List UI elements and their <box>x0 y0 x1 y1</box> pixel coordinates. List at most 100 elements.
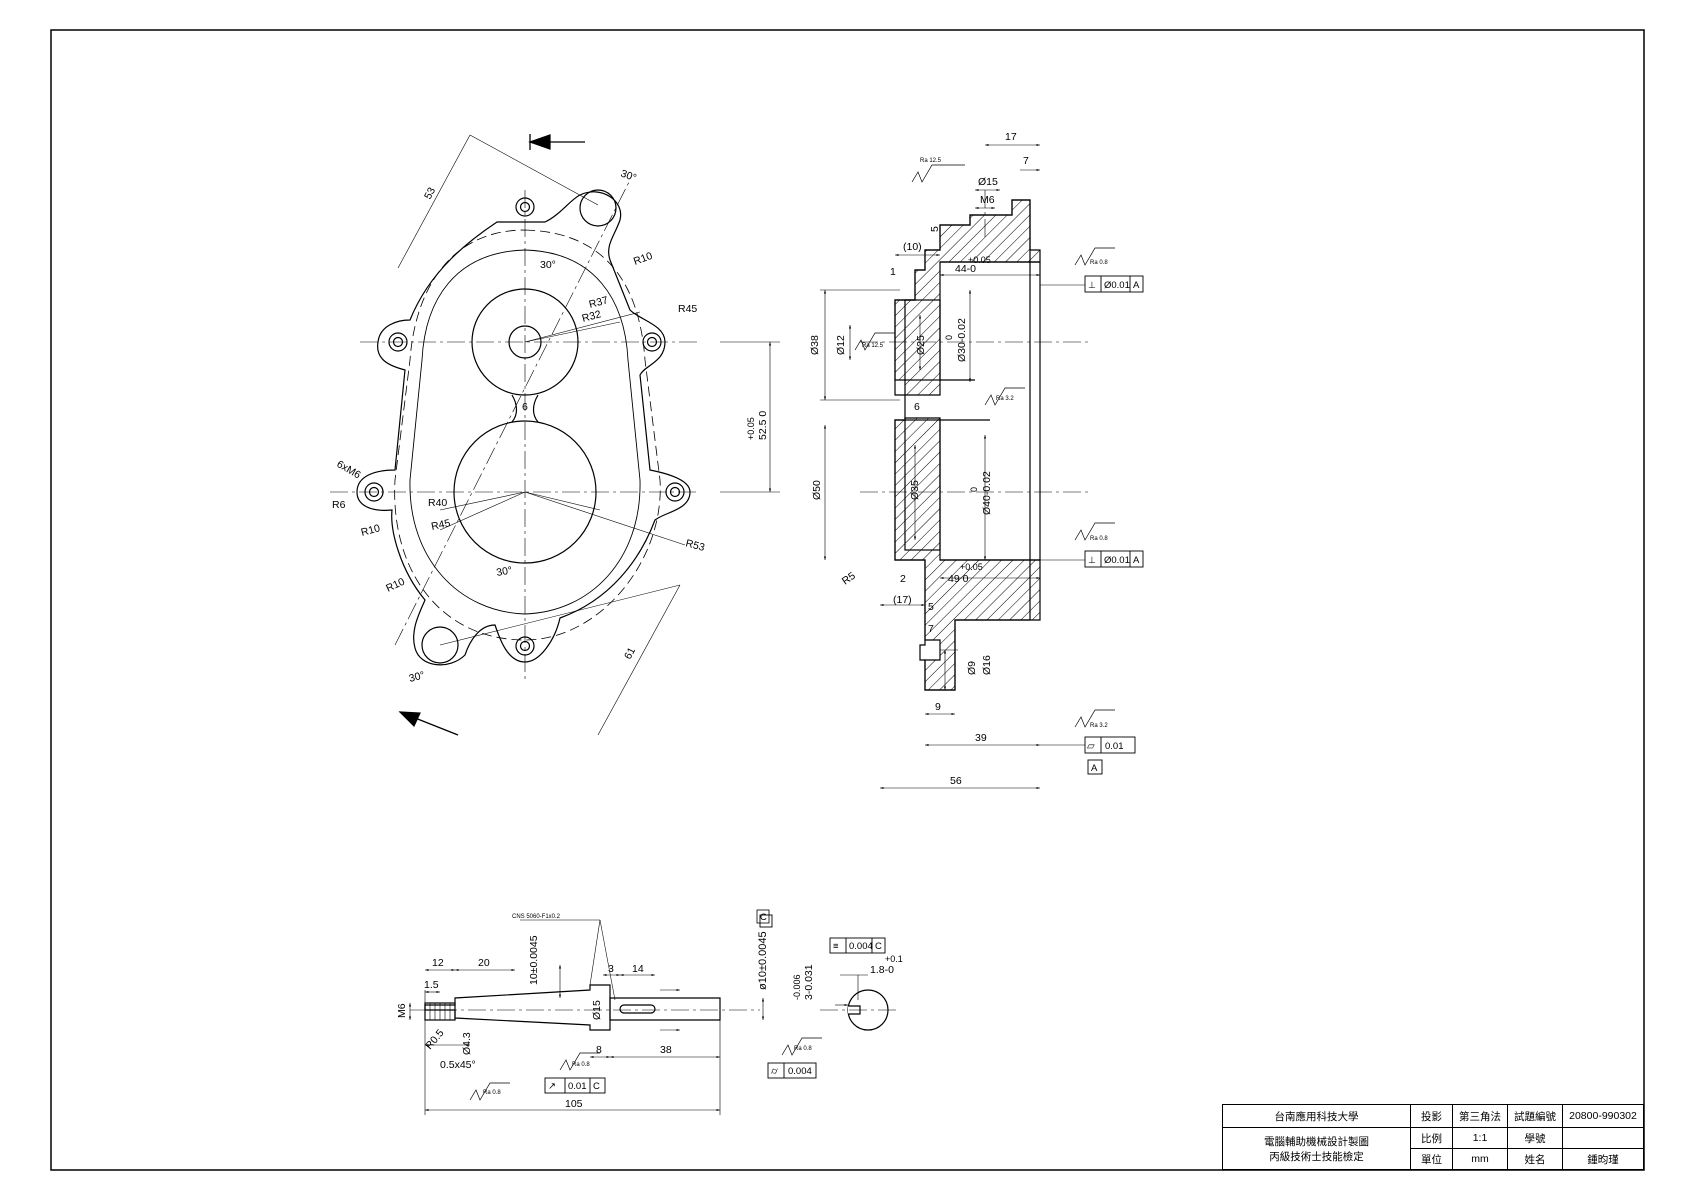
dim-r10-bottom: R10 <box>384 576 407 595</box>
ra-3-2-bot: Ra 3.2 <box>1090 723 1108 729</box>
side-gdt-frames <box>1084 275 1144 775</box>
body-outline <box>356 191 691 666</box>
gdt-perp-mid-symbol: ⊥ <box>1088 555 1096 565</box>
projection-value: 第三角法 <box>1452 1105 1507 1127</box>
unit-value: mm <box>1452 1148 1507 1169</box>
dim-r53: R53 <box>684 537 706 554</box>
section-arrow-bottom <box>398 711 421 728</box>
exam-no-label: 試題編號 <box>1507 1105 1562 1127</box>
dim-44: 44-0 <box>955 263 976 275</box>
bore-neck <box>511 394 539 423</box>
dim-dia10-tol: ø10±0.0045 <box>757 931 769 990</box>
dim-dia4-3: Ø4.3 <box>461 1032 473 1055</box>
dim-3: 3 <box>608 963 614 975</box>
dim-dia15: Ø15 <box>978 176 998 188</box>
dim-49-tol: +0.05 <box>960 562 983 572</box>
dim-2: 2 <box>900 573 906 585</box>
dim-10: (10) <box>903 241 922 253</box>
ra-0-8-b: Ra 0.8 <box>794 1046 812 1052</box>
gdt-cyl-symbol: ⌭ <box>771 1066 779 1077</box>
gdt-perp-top-symbol: ⊥ <box>1088 280 1096 290</box>
gdt-mid-value: Ø0.01 <box>1104 555 1130 566</box>
dim-r6: R6 <box>332 499 346 511</box>
dim-17b: (17) <box>893 594 912 606</box>
dim-20: 20 <box>478 957 490 969</box>
dim-8: 8 <box>596 1044 602 1056</box>
drawing-title-line2: 丙級技術士技能檢定 <box>1269 1150 1364 1163</box>
dim-49: 49 0 <box>948 573 969 585</box>
upper-bore-inner <box>508 325 542 359</box>
dim-7: 7 <box>1023 155 1029 167</box>
dim-6xm6: 6xM6 <box>335 458 363 481</box>
inner-outline <box>409 249 641 615</box>
dim-r10-top: R10 <box>632 250 654 268</box>
gdt-sym-datum: C <box>875 941 882 952</box>
dim-dia16: Ø16 <box>981 655 993 675</box>
dim-17: 17 <box>1005 131 1017 143</box>
front-view <box>330 134 780 736</box>
gdt-mid-datum: A <box>1133 555 1140 566</box>
dim-30-bottom: 30° <box>408 669 426 685</box>
bolt-holes <box>364 189 685 664</box>
dim-dia30-tol: 0 <box>944 335 954 340</box>
dim-dia25: Ø25 <box>915 335 927 355</box>
dim-dia12: Ø12 <box>835 335 847 355</box>
dim-9: 9 <box>935 701 941 713</box>
sheet-border <box>50 29 1645 1171</box>
dim-dia40: Ø40-0.02 <box>981 471 993 515</box>
gdt-top-value: Ø0.01 <box>1104 280 1130 291</box>
drawing-title-line1: 電腦輔助機械設計製圖 <box>1264 1135 1369 1148</box>
scale-label: 比例 <box>1410 1127 1452 1148</box>
dim-56: 56 <box>950 775 962 787</box>
dim-dia40-tol: 0 <box>969 487 979 492</box>
side-view <box>820 143 1144 790</box>
dim-neck-6: 6 <box>522 401 528 413</box>
dim-dia50: Ø50 <box>811 480 823 500</box>
dim-38-shaft: 38 <box>660 1044 672 1056</box>
seat-label: 學號 <box>1507 1127 1562 1148</box>
dim-44-tol: +0.05 <box>968 255 991 265</box>
key-width: 1.8-0 <box>870 964 894 976</box>
dim-dia38: Ø38 <box>809 335 821 355</box>
dim-dia9: Ø9 <box>966 661 978 675</box>
scale-value: 1:1 <box>1452 1127 1507 1148</box>
dim-r40: R40 <box>428 497 447 509</box>
ra-3-2-mid: Ra 3.2 <box>996 396 1014 402</box>
section-arrow-top <box>528 134 551 150</box>
dim-r5: R5 <box>840 570 858 588</box>
dim-r32: R32 <box>581 308 603 325</box>
gdt-a-datum: C <box>593 1081 600 1092</box>
dim-53: 53 <box>422 185 438 201</box>
dim-r0-5: R0.5 <box>423 1027 447 1052</box>
outline-r45-dashed <box>394 229 661 641</box>
gdt-bot-value: 0.01 <box>1105 741 1124 752</box>
drawing-title: 電腦輔助機械設計製圖 丙級技術士技能檢定 <box>1223 1127 1410 1169</box>
radius-lines <box>397 134 780 736</box>
key-tol: +0.1 <box>885 954 903 964</box>
dim-105: 105 <box>565 1098 583 1110</box>
gdt-b-value: 0.004 <box>788 1066 812 1077</box>
projection-label: 投影 <box>1410 1105 1452 1127</box>
ra-0-8-mid: Ra 0.8 <box>1090 536 1108 542</box>
dim-14: 14 <box>632 963 644 975</box>
dim-1-5: 1.5 <box>424 979 439 991</box>
title-block: 台南應用科技大學 電腦輔助機械設計製圖 丙級技術士技能檢定 投影 第三角法 試題… <box>1222 1104 1644 1170</box>
dim-m6-shaft: M6 <box>396 1003 408 1018</box>
dim-chamfer: 0.5x45° <box>440 1059 476 1071</box>
name-label: 姓名 <box>1507 1148 1562 1169</box>
dim-61: 61 <box>622 645 638 661</box>
dim-5-bot: 5 <box>928 601 934 613</box>
ra-12-5-top: Ra 12.5 <box>920 158 942 164</box>
gdt-top-datum: A <box>1133 280 1140 291</box>
dim-m6: M6 <box>980 194 995 206</box>
key-depth: 3-0.031 <box>803 964 815 1000</box>
gdt-a-value: 0.01 <box>568 1081 587 1092</box>
dim-30-inner: 30° <box>540 259 556 271</box>
shaft-gdt-frames <box>544 914 886 1094</box>
upper-bore-outer <box>471 288 579 396</box>
dim-r10-left: R10 <box>360 522 382 539</box>
dim-10-tol: 10±0.0045 <box>528 935 540 985</box>
dim-52-5: 52.5 0 <box>757 411 769 440</box>
